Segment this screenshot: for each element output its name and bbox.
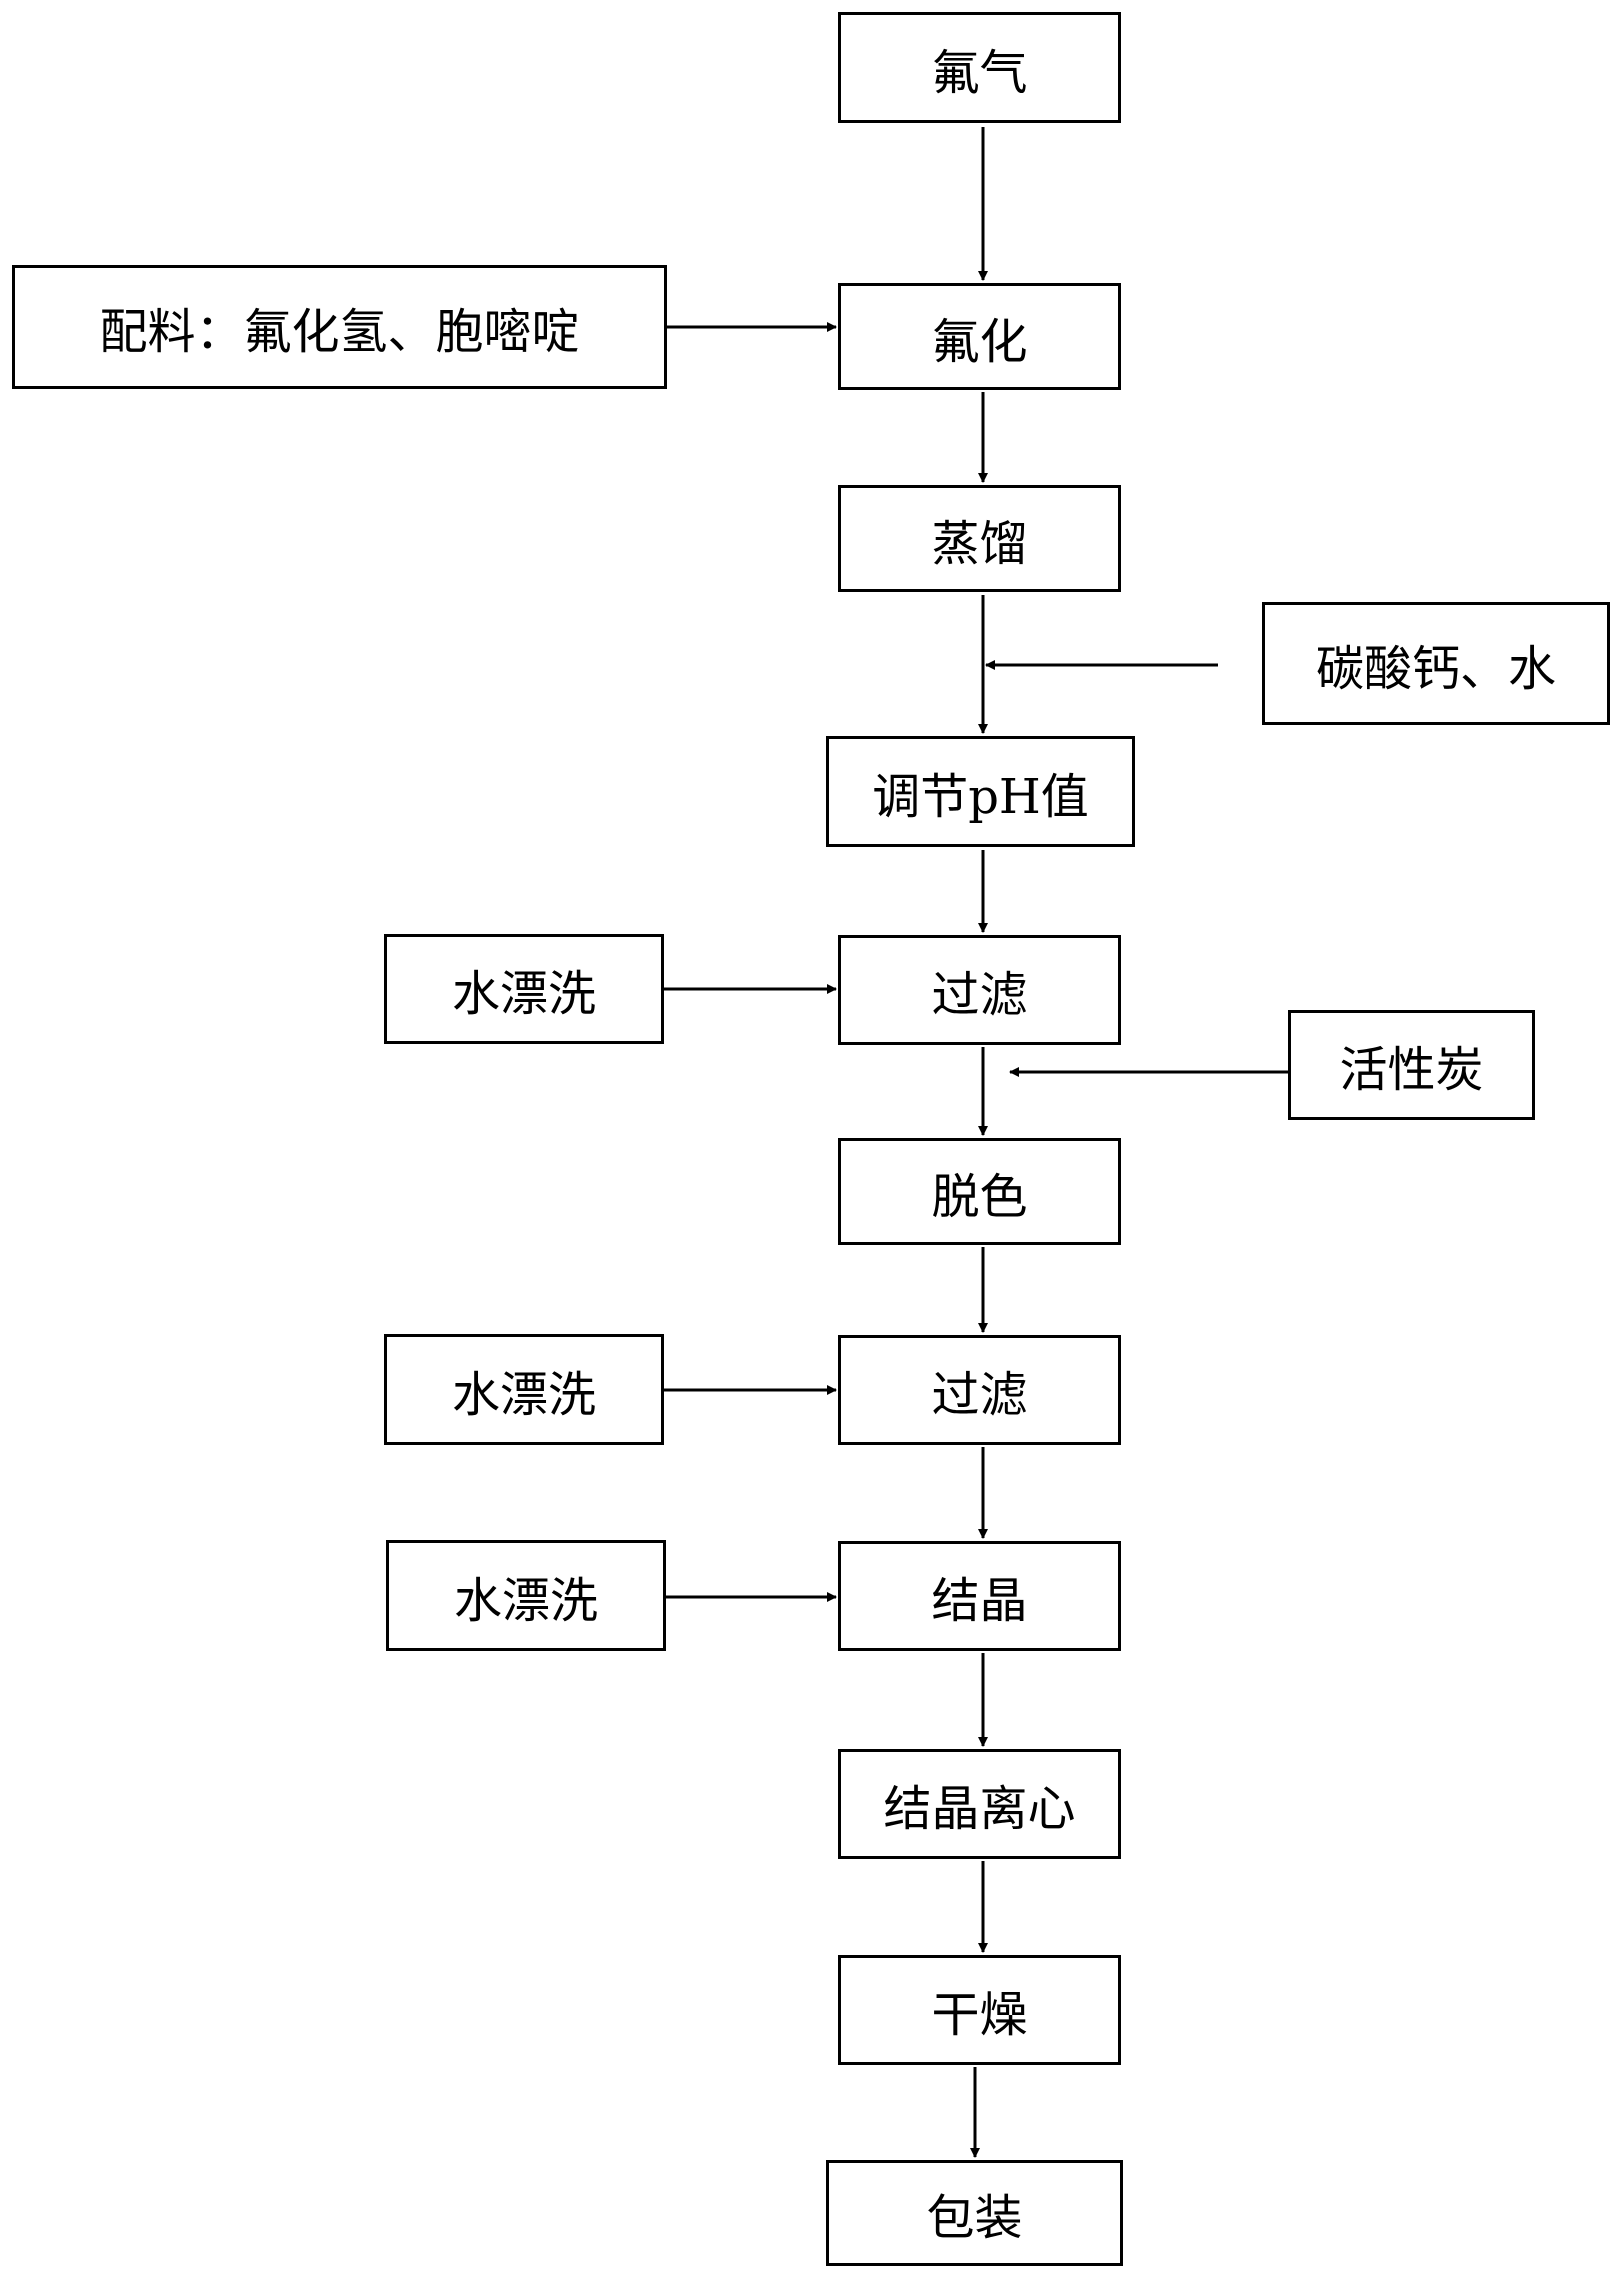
step-label: 包装 — [926, 2178, 1022, 2248]
step-label: 脱色 — [931, 1157, 1027, 1227]
step-filtration-2: 过滤 — [838, 1335, 1121, 1445]
step-crystal-centrifugation: 结晶离心 — [838, 1749, 1121, 1859]
step-label: 过滤 — [931, 1355, 1027, 1425]
step-distillation: 蒸馏 — [838, 485, 1121, 592]
step-label: 氟气 — [931, 33, 1027, 103]
step-label: 调节pH值 — [872, 757, 1089, 827]
step-label: 结晶离心 — [883, 1769, 1075, 1839]
step-drying: 干燥 — [838, 1955, 1121, 2065]
input-label: 活性炭 — [1339, 1030, 1483, 1100]
input-label: 水漂洗 — [454, 1561, 598, 1631]
step-adjust-ph: 调节pH值 — [826, 736, 1135, 847]
input-ingredients: 配料：氟化氢、胞嘧啶 — [12, 265, 667, 389]
input-label: 水漂洗 — [452, 1355, 596, 1425]
step-label: 蒸馏 — [931, 504, 1027, 574]
step-label: 结晶 — [931, 1561, 1027, 1631]
input-activated-carbon: 活性炭 — [1288, 1010, 1535, 1120]
input-label: 配料：氟化氢、胞嘧啶 — [99, 292, 579, 362]
step-fluorination: 氟化 — [838, 283, 1121, 390]
step-label: 干燥 — [931, 1975, 1027, 2045]
step-label: 氟化 — [931, 302, 1027, 372]
input-label: 水漂洗 — [452, 954, 596, 1024]
step-packaging: 包装 — [826, 2160, 1123, 2266]
input-water-rinse-2: 水漂洗 — [384, 1334, 664, 1445]
step-filtration-1: 过滤 — [838, 935, 1121, 1045]
step-fluorine-gas: 氟气 — [838, 12, 1121, 123]
input-water-rinse-3: 水漂洗 — [386, 1540, 666, 1651]
input-label: 碳酸钙、水 — [1316, 629, 1556, 699]
input-water-rinse-1: 水漂洗 — [384, 934, 664, 1044]
input-calcium-carbonate-water: 碳酸钙、水 — [1262, 602, 1610, 725]
step-decolorization: 脱色 — [838, 1138, 1121, 1245]
step-label: 过滤 — [931, 955, 1027, 1025]
step-crystallization: 结晶 — [838, 1541, 1121, 1651]
